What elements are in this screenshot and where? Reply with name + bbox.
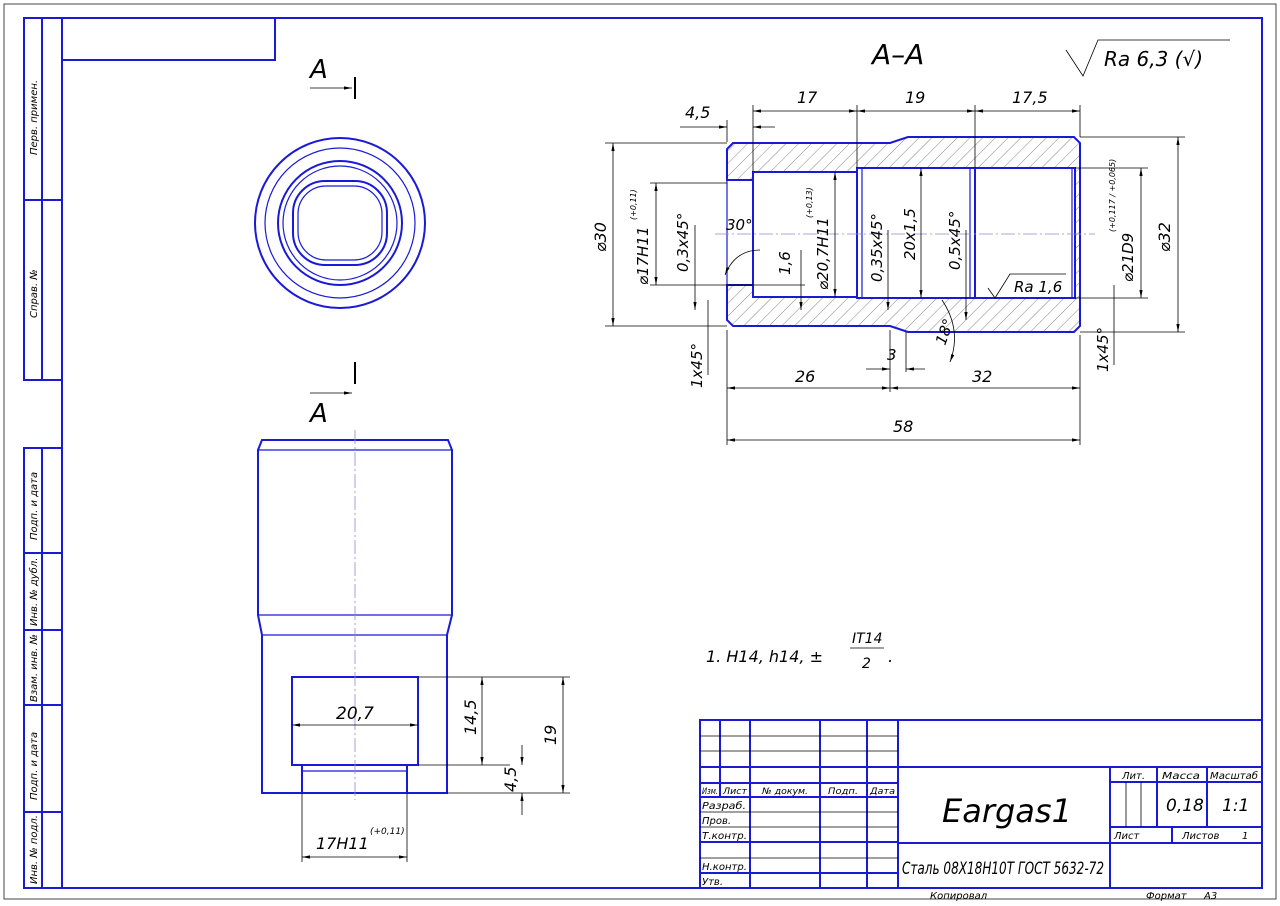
section-view: A–A Ra 6,3 (√) 4,5 17 19 17,5 ⌀30 ⌀17H11… bbox=[591, 38, 1230, 445]
side-label: Инв. № дубл. bbox=[28, 558, 40, 626]
dim-ch05: 0,5x45° bbox=[946, 211, 964, 270]
header-izm: Изм. bbox=[702, 787, 718, 797]
dim-dia17-tol: (+0,11) bbox=[629, 189, 638, 220]
dim-4-5-top: 4,5 bbox=[685, 103, 710, 122]
left-stamp: Перв. примен. Справ. № Подп. и дата Инв.… bbox=[23, 17, 63, 889]
scale-label: Масштаб bbox=[1210, 770, 1258, 782]
dim-dia21: ⌀21D9 bbox=[1119, 233, 1137, 282]
header-doc: № докум. bbox=[761, 787, 808, 797]
role-ncontrol: Н.контр. bbox=[702, 862, 747, 873]
dim-dia17: ⌀17H11 bbox=[634, 227, 652, 285]
side-label: Подп. и дата bbox=[29, 472, 40, 540]
header-list: Лист bbox=[722, 787, 748, 797]
side-label: Подп. и дата bbox=[29, 732, 40, 800]
mass-label: Масса bbox=[1162, 771, 1200, 782]
mass-value: 0,18 bbox=[1166, 796, 1204, 816]
side-view: 20,7 14,5 4,5 19 17H11 (+0,11) bbox=[257, 430, 570, 862]
role-checker: Пров. bbox=[702, 816, 731, 827]
svg-text:Ra 1,6: Ra 1,6 bbox=[1014, 278, 1062, 296]
dim-ch1-left: 1x45° bbox=[688, 343, 706, 388]
svg-text:1. H14, h14, ±: 1. H14, h14, ± bbox=[706, 647, 823, 666]
part-name: Eargas1 bbox=[942, 792, 1072, 830]
dim-thread: 20x1,5 bbox=[901, 208, 919, 260]
dim-20-7: 20,7 bbox=[336, 704, 374, 724]
dim-32: 32 bbox=[972, 367, 992, 386]
dim-ang30: 30° bbox=[726, 216, 753, 234]
tech-note: 1. H14, h14, ± IT14 2 . bbox=[706, 631, 893, 672]
header-date: Дата bbox=[869, 787, 895, 797]
material: Сталь 08Х18Н10Т ГОСТ 5632-72 bbox=[902, 859, 1104, 879]
dim-14-5: 14,5 bbox=[461, 699, 480, 735]
format-value: A3 bbox=[1203, 891, 1217, 902]
scale-value: 1:1 bbox=[1222, 796, 1249, 816]
drawing-frame bbox=[61, 17, 1263, 889]
dim-ch035: 0,35x45° bbox=[868, 213, 886, 282]
dim-ch03: 0,3x45° bbox=[674, 213, 692, 272]
dim-dia30: ⌀30 bbox=[591, 222, 610, 252]
role-approved: Утв. bbox=[702, 877, 723, 888]
dim-3: 3 bbox=[887, 346, 897, 364]
side-label: Инв. № подл. bbox=[29, 815, 40, 884]
dim-17: 17 bbox=[797, 88, 818, 107]
dim-17h11: 17H11 bbox=[316, 834, 369, 853]
dim-dia32: ⌀32 bbox=[1155, 222, 1174, 252]
roughness-ra16: Ra 1,6 bbox=[987, 273, 1066, 299]
top-left-box bbox=[61, 17, 276, 61]
dim-58: 58 bbox=[893, 417, 913, 436]
section-title: A–A bbox=[870, 38, 924, 71]
copied-label: Копировал bbox=[930, 891, 988, 902]
dim-19-top: 19 bbox=[905, 88, 925, 107]
dim-17-5: 17,5 bbox=[1012, 88, 1048, 107]
dim-1-6: 1,6 bbox=[776, 251, 794, 275]
general-roughness: Ra 6,3 (√) bbox=[1065, 39, 1230, 77]
side-label: Перв. примен. bbox=[29, 80, 40, 155]
section-mark-bottom: A bbox=[308, 399, 328, 429]
header-sign: Подп. bbox=[828, 787, 858, 797]
sheet-label: Лист bbox=[1113, 831, 1141, 842]
role-developer: Разраб. bbox=[702, 800, 746, 812]
sheet-border bbox=[3, 3, 1277, 900]
svg-text:.: . bbox=[888, 647, 893, 666]
dim-19: 19 bbox=[541, 725, 560, 745]
svg-text:2: 2 bbox=[862, 656, 871, 672]
role-tcontrol: Т.контр. bbox=[702, 831, 747, 842]
dim-4-5: 4,5 bbox=[501, 767, 520, 792]
svg-text:Ra 6,3 (√): Ra 6,3 (√) bbox=[1104, 47, 1203, 71]
dim-dia21-tol: (+0,117 / +0,065) bbox=[1108, 159, 1117, 232]
sheets-value: 1 bbox=[1242, 831, 1248, 842]
section-mark-top: A bbox=[308, 55, 328, 85]
side-label: Справ. № bbox=[29, 269, 40, 318]
dim-26: 26 bbox=[795, 367, 815, 386]
svg-text:IT14: IT14 bbox=[852, 631, 883, 647]
lit-label: Лит. bbox=[1121, 771, 1145, 782]
sheets-label: Листов bbox=[1181, 831, 1219, 842]
dim-ch1-right: 1x45° bbox=[1094, 327, 1112, 372]
dim-dia20-7: ⌀20,7H11 bbox=[814, 217, 832, 290]
side-label: Взам. инв. № bbox=[29, 634, 40, 702]
dim-dia20-7-tol: (+0,13) bbox=[805, 187, 814, 218]
end-view: A A bbox=[254, 55, 426, 429]
title-block: Изм. Лист № докум. Подп. Дата Разраб. Пр… bbox=[699, 719, 1263, 902]
dim-17h11-tol: (+0,11) bbox=[370, 827, 405, 837]
format-label: Формат bbox=[1146, 891, 1188, 902]
